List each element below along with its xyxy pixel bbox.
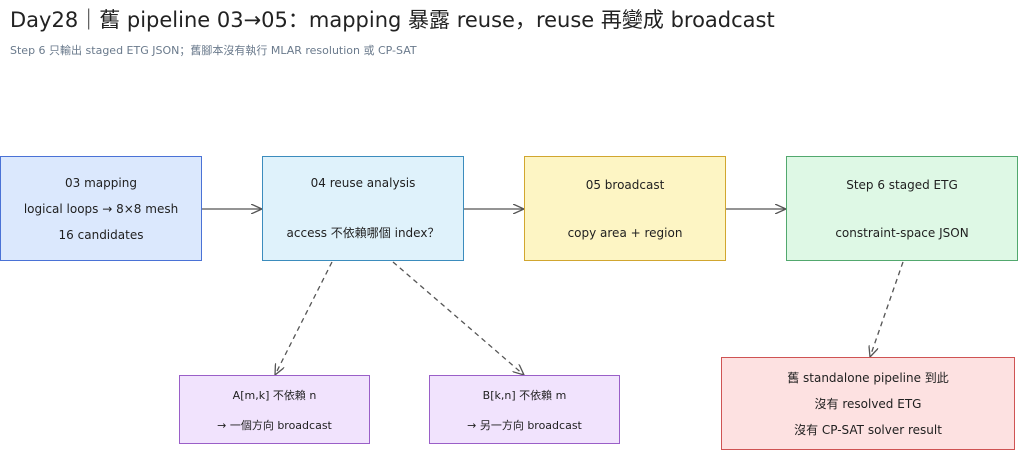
node-a-tensor-detail: → 一個方向 broadcast	[217, 418, 332, 432]
node-03-mapping-count: 16 candidates	[58, 227, 144, 242]
node-standalone-pipeline: 舊 standalone pipeline 到此 沒有 resolved ETG…	[721, 357, 1015, 450]
node-03-mapping-detail: logical loops → 8×8 mesh	[23, 201, 179, 216]
node-04-reuse-detail: access 不依賴哪個 index？	[286, 226, 440, 240]
node-b-tensor-detail: → 另一方向 broadcast	[467, 418, 582, 432]
edge-reuse-to-a-tensor	[275, 261, 333, 375]
edge-staged-to-standalone	[870, 261, 904, 357]
node-b-tensor-title: B[k,n] 不依賴 m	[482, 388, 567, 402]
node-standalone-detail-2: 沒有 CP-SAT solver result	[794, 423, 942, 437]
node-step6-detail: constraint-space JSON	[835, 225, 969, 240]
node-03-mapping-title: 03 mapping	[65, 175, 137, 190]
node-04-reuse-title: 04 reuse analysis	[310, 176, 416, 190]
node-standalone-detail-1: 沒有 resolved ETG	[814, 397, 922, 411]
node-04-reuse-analysis: 04 reuse analysis access 不依賴哪個 index？	[262, 156, 464, 261]
page-subtitle: Step 6 只輸出 staged ETG JSON；舊腳本沒有執行 MLAR …	[10, 44, 417, 57]
node-standalone-title: 舊 standalone pipeline 到此	[787, 371, 949, 385]
node-05-broadcast: 05 broadcast copy area + region	[524, 156, 726, 261]
node-a-tensor: A[m,k] 不依賴 n → 一個方向 broadcast	[179, 375, 370, 444]
edge-reuse-to-b-tensor	[392, 261, 524, 375]
node-05-broadcast-title: 05 broadcast	[585, 177, 665, 192]
node-b-tensor: B[k,n] 不依賴 m → 另一方向 broadcast	[429, 375, 620, 444]
node-step6-title: Step 6 staged ETG	[846, 177, 958, 192]
node-step6-staged-etg: Step 6 staged ETG constraint-space JSON	[786, 156, 1018, 261]
node-a-tensor-title: A[m,k] 不依賴 n	[232, 388, 317, 402]
node-03-mapping: 03 mapping logical loops → 8×8 mesh 16 c…	[0, 156, 202, 261]
page-title: Day28｜舊 pipeline 03→05：mapping 暴露 reuse，…	[10, 8, 775, 32]
node-05-broadcast-detail: copy area + region	[567, 225, 683, 240]
